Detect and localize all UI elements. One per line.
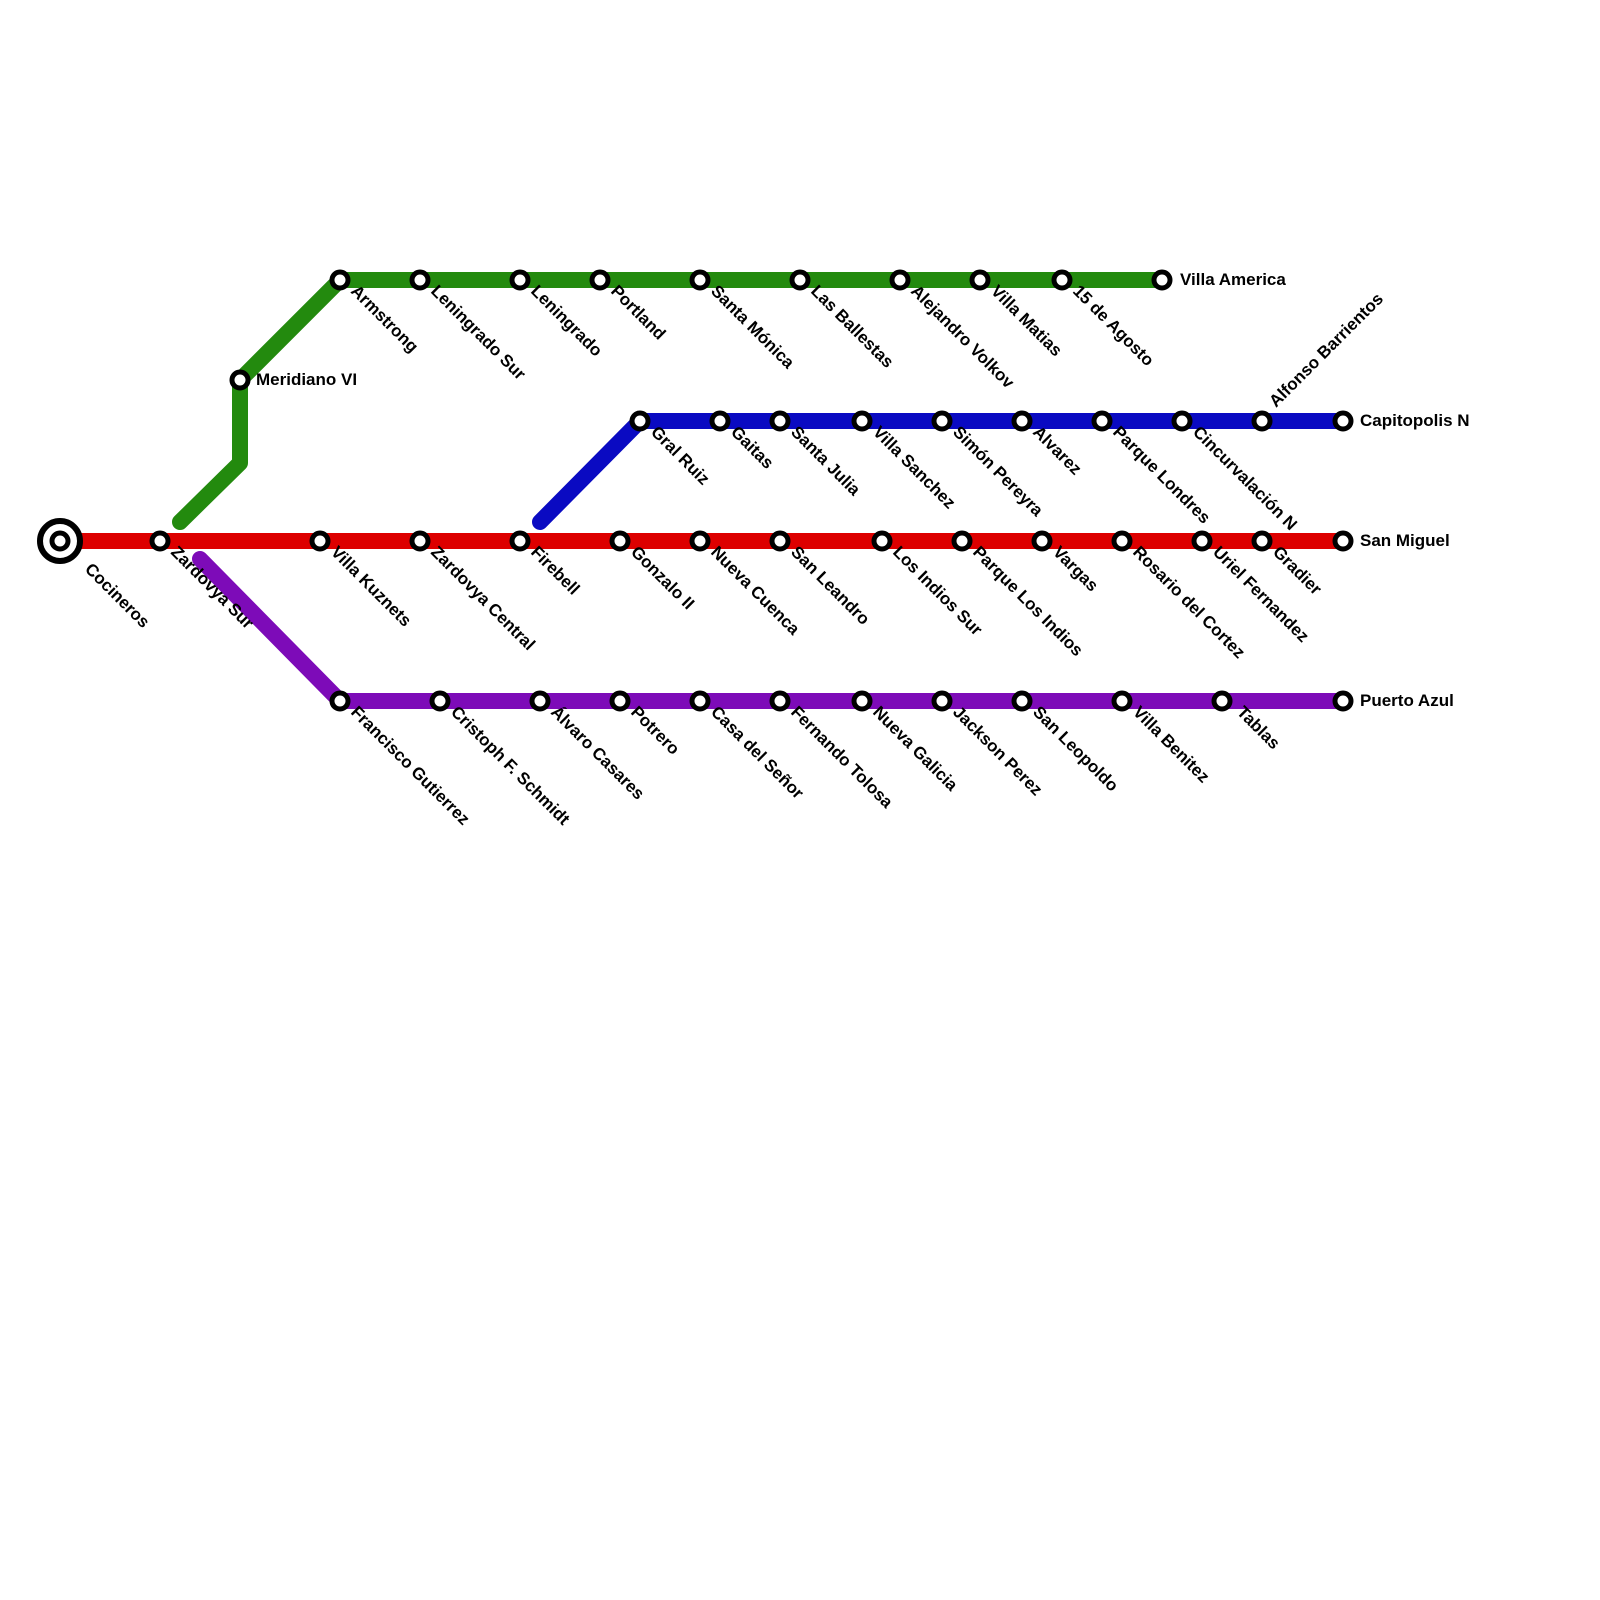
station-label: Cocineros [81,559,153,631]
station-label: Gral Ruiz [647,422,713,488]
station-marker-los-indios-sur[interactable] [871,530,893,552]
station-marker-san-miguel[interactable] [1332,530,1354,552]
terminal-inner-ring [49,530,71,552]
station-marker-uriel-fernandez[interactable] [1191,530,1213,552]
station-label: 15 de Agosto [1069,281,1157,369]
station-label: Meridiano VI [256,370,357,389]
station-marker-alfonso-barrientos[interactable] [1251,410,1273,432]
station-marker-alvarez[interactable] [1011,410,1033,432]
station-marker-firebell[interactable] [509,530,531,552]
station-marker-san-leopoldo[interactable] [1011,690,1033,712]
station-label: Villa Benitez [1129,702,1213,786]
station-marker-gral-ruiz[interactable] [629,410,651,432]
station-label: Alfonso Barrientos [1265,289,1387,411]
station-label: Alvarez [1029,422,1085,478]
station-marker-gradier[interactable] [1251,530,1273,552]
terminal-station-cocineros[interactable] [37,518,83,564]
station-label: San Leopoldo [1029,702,1122,795]
station-marker-cincurvalacion-n[interactable] [1171,410,1193,432]
station-marker-san-leandro[interactable] [769,530,791,552]
station-marker-tablas[interactable] [1211,690,1233,712]
station-label: Capitopolis N [1360,411,1470,430]
station-marker-meridiano-vi[interactable] [229,369,251,391]
station-label: Gonzalo II [627,542,698,613]
station-label: Tablas [1233,702,1284,753]
station-marker-nueva-cuenca[interactable] [689,530,711,552]
station-marker-casa-del-senor[interactable] [689,690,711,712]
station-label: Leningrado [527,281,606,360]
station-marker-vargas[interactable] [1031,530,1053,552]
station-marker-gonzalo-ii[interactable] [609,530,631,552]
station-marker-rosario-del-cortez[interactable] [1111,530,1133,552]
station-label: Zardovya Sur [167,542,258,633]
station-label: San Miguel [1360,531,1450,550]
station-marker-armstrong[interactable] [329,269,351,291]
station-marker-santa-monica[interactable] [689,269,711,291]
station-marker-francisco-gutierrez[interactable] [329,690,351,712]
station-label: Gradier [1269,542,1325,598]
station-marker-leningrado-sur[interactable] [409,269,431,291]
station-marker-zardovya-sur[interactable] [149,530,171,552]
station-marker-alejandro-volkov[interactable] [889,269,911,291]
station-marker-simon-pereyra[interactable] [931,410,953,432]
station-label: Villa Matias [987,281,1066,360]
station-label: Santa Julia [787,422,864,499]
station-label: Puerto Azul [1360,691,1454,710]
station-marker-villa-kuznets[interactable] [309,530,331,552]
station-label: Firebell [527,542,583,598]
station-label: Santa Mónica [707,281,798,372]
station-marker-zardovya-central[interactable] [409,530,431,552]
station-label: San Leandro [787,542,873,628]
station-label: Las Ballestas [807,281,897,371]
station-label: Potrero [627,702,683,758]
station-marker-parque-los-indios[interactable] [951,530,973,552]
station-marker-leningrado[interactable] [509,269,531,291]
station-marker-villa-matias[interactable] [969,269,991,291]
stations [149,269,1354,712]
station-marker-parque-londres[interactable] [1091,410,1113,432]
station-label: Villa Kuznets [327,542,415,630]
station-marker-puerto-azul[interactable] [1332,690,1354,712]
station-label: Gaitas [727,422,777,472]
station-marker-fernando-tolosa[interactable] [769,690,791,712]
station-marker-alvaro-casares[interactable] [529,690,551,712]
station-label: Portland [607,281,669,343]
routes [52,272,1351,709]
station-label: Nueva Galicia [869,702,962,795]
station-marker-villa-america[interactable] [1151,269,1173,291]
station-marker-15-de-agosto[interactable] [1051,269,1073,291]
station-label: Villa Sanchez [869,422,959,512]
station-marker-santa-julia[interactable] [769,410,791,432]
station-label: Zardovya Central [427,542,539,654]
station-marker-potrero[interactable] [609,690,631,712]
station-marker-nueva-galicia[interactable] [851,690,873,712]
station-marker-las-ballestas[interactable] [789,269,811,291]
station-label: Villa America [1180,270,1286,289]
station-marker-jackson-perez[interactable] [931,690,953,712]
station-label: Leningrado Sur [427,281,530,384]
station-marker-gaitas[interactable] [709,410,731,432]
station-marker-capitopolis-n[interactable] [1332,410,1354,432]
station-label: Armstrong [347,281,422,356]
station-label: Vargas [1049,542,1102,595]
station-marker-cristoph-f-schmidt[interactable] [429,690,451,712]
station-marker-portland[interactable] [589,269,611,291]
station-marker-villa-benitez[interactable] [1111,690,1133,712]
station-marker-villa-sanchez[interactable] [851,410,873,432]
